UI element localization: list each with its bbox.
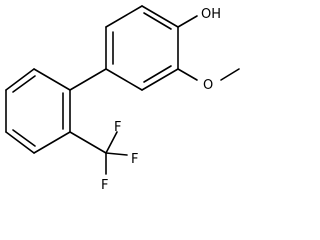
bond xyxy=(141,5,179,28)
bonds xyxy=(5,5,240,175)
bond-cf-right xyxy=(105,152,128,156)
bond-cf3 xyxy=(69,131,107,154)
biaryl-bond xyxy=(69,68,107,91)
atom-label-oh: OH xyxy=(201,7,221,22)
bond xyxy=(5,68,35,91)
atom-label-o: O xyxy=(203,78,213,93)
atom-label-f-bottom: F xyxy=(101,178,108,193)
bond-methyl xyxy=(220,68,240,81)
double-bond-inner xyxy=(143,65,172,83)
bond-o xyxy=(177,68,198,81)
bond xyxy=(33,68,71,91)
atom-label-f-top: F xyxy=(114,120,121,135)
structure-diagram: OH O F F F xyxy=(5,5,240,193)
molecule-svg: OH O F F F xyxy=(5,5,240,193)
double-bond-inner xyxy=(12,129,36,147)
atom-labels: OH O F F F xyxy=(101,7,221,193)
atom-label-f-right: F xyxy=(131,152,138,167)
bond xyxy=(105,68,143,91)
bond xyxy=(5,131,35,154)
double-bond-inner xyxy=(12,75,36,93)
bond xyxy=(105,5,143,28)
bond-oh xyxy=(177,15,198,28)
bond-cf-top xyxy=(105,131,118,154)
bond xyxy=(141,68,179,91)
double-bond-inner xyxy=(143,12,172,30)
bond xyxy=(33,131,71,154)
